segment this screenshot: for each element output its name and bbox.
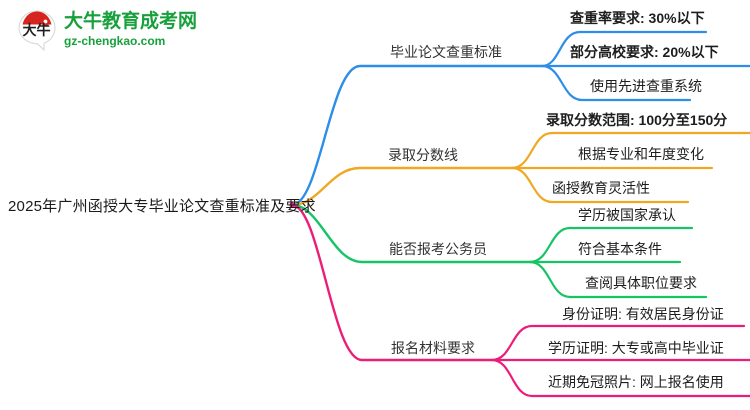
leaf-label-1-3[interactable]: 使用先进查重系统 (590, 78, 702, 94)
leaf-connector-2-3 (510, 166, 690, 204)
leaf-label-4-2[interactable]: 学历证明: 大专或高中毕业证 (548, 340, 724, 356)
branch-group-1 (290, 30, 750, 207)
leaf-connector-3-3 (528, 260, 708, 299)
leaf-label-2-1[interactable]: 录取分数范围: 100分至150分 (546, 112, 728, 128)
logo-wordmark: 大牛教育成考网 gz-chengkao.com (64, 11, 198, 49)
leaf-label-3-2[interactable]: 符合基本条件 (578, 241, 662, 257)
leaf-label-4-1[interactable]: 身份证明: 有效居民身份证 (562, 306, 724, 322)
branch-group-3 (290, 203, 708, 299)
leaf-connector-3-1 (528, 226, 694, 264)
site-logo[interactable]: 大牛 大牛教育成考网 gz-chengkao.com (14, 8, 198, 56)
leaf-connector-1-3 (540, 64, 692, 102)
branch-group-2 (290, 131, 750, 207)
leaf-label-3-1[interactable]: 学历被国家承认 (578, 207, 676, 223)
logo-site-name: 大牛教育成考网 (64, 11, 198, 32)
branch-spine-1 (290, 64, 544, 207)
leaf-connector-1-1 (540, 30, 708, 68)
branch-label-1[interactable]: 毕业论文查重标准 (390, 44, 502, 60)
leaf-connector-4-3 (490, 358, 750, 398)
branch-spine-3 (290, 203, 532, 264)
leaf-label-4-3[interactable]: 近期免冠照片: 网上报名使用 (548, 374, 724, 390)
svg-text:大牛: 大牛 (23, 22, 51, 38)
leaf-label-2-3[interactable]: 函授教育灵活性 (552, 180, 650, 196)
branch-spine-2 (290, 166, 514, 207)
branch-label-4[interactable]: 报名材料要求 (391, 340, 475, 356)
branch-label-2[interactable]: 录取分数线 (388, 147, 458, 163)
branch-group-4 (290, 203, 750, 398)
logo-mark-icon: 大牛 (18, 10, 56, 52)
branch-label-3[interactable]: 能否报考公务员 (389, 241, 487, 257)
leaf-label-1-1[interactable]: 查重率要求: 30%以下 (570, 10, 705, 26)
branch-spine-4 (290, 203, 494, 362)
logo-domain: gz-chengkao.com (64, 34, 166, 48)
leaf-label-3-3[interactable]: 查阅具体职位要求 (585, 275, 697, 291)
root-hub (289, 202, 295, 208)
leaf-label-2-2[interactable]: 根据专业和年度变化 (578, 146, 704, 162)
root-node-label[interactable]: 2025年广州函授大专毕业论文查重标准及要求 (8, 198, 316, 215)
leaf-connector-2-1 (510, 131, 750, 170)
leaf-label-1-2[interactable]: 部分高校要求: 20%以下 (570, 44, 719, 60)
leaf-connector-4-1 (490, 324, 746, 362)
